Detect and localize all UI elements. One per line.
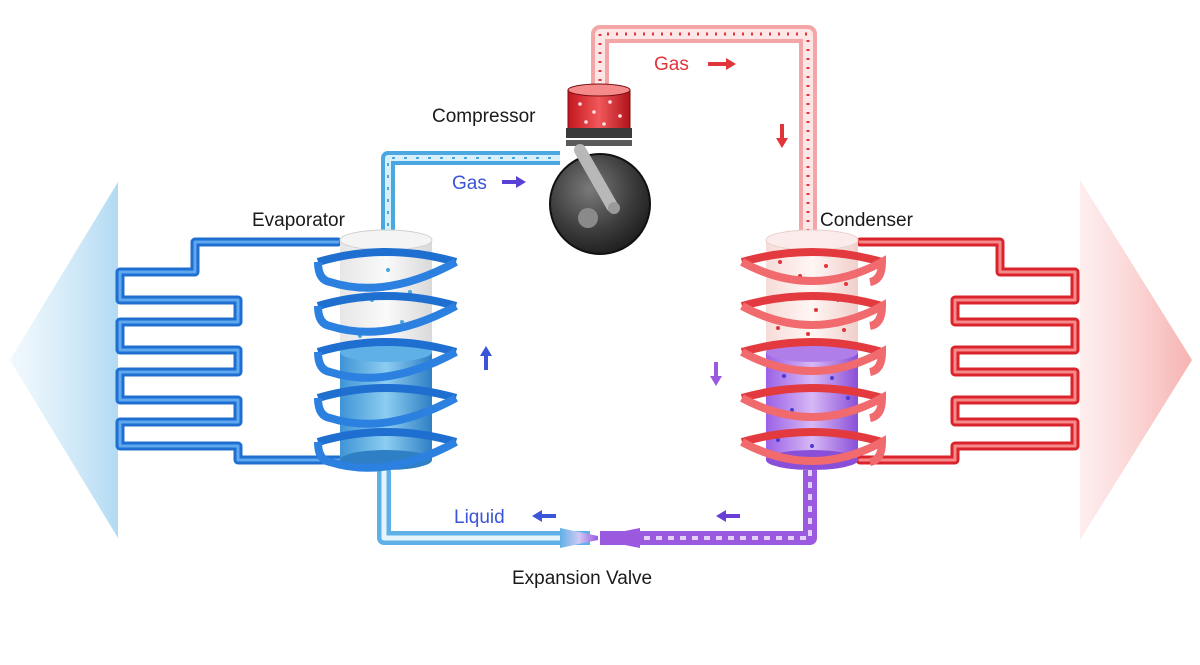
condenser-coil: [740, 248, 887, 466]
evaporator-radiator-coil: [115, 237, 345, 465]
evaporator-label: Evaporator: [252, 210, 346, 231]
gas-label-left: Gas: [452, 173, 487, 194]
condenser-radiator-coil: [855, 237, 1080, 465]
low-pressure-gas-pipe: [381, 151, 560, 238]
cold-air-arrow-icon: [10, 182, 118, 538]
condenser-label: Condenser: [820, 210, 914, 231]
low-pressure-liquid-pipe: [377, 470, 590, 545]
compressor: [549, 83, 651, 255]
liquid-label: Liquid: [454, 507, 505, 528]
flow-direction-arrow-icon: [480, 58, 788, 522]
gas-label-top: Gas: [654, 54, 689, 75]
compressor-label: Compressor: [432, 106, 536, 127]
high-pressure-gas-pipe: [591, 25, 817, 238]
hot-air-arrow-icon: [1080, 180, 1192, 540]
expansion-valve: [560, 528, 598, 548]
evaporator-coil: [314, 248, 458, 472]
expansion-valve-label: Expansion Valve: [512, 568, 652, 589]
high-pressure-liquid-pipe: [600, 470, 817, 545]
expansion-valve-nozzle: [600, 528, 640, 548]
